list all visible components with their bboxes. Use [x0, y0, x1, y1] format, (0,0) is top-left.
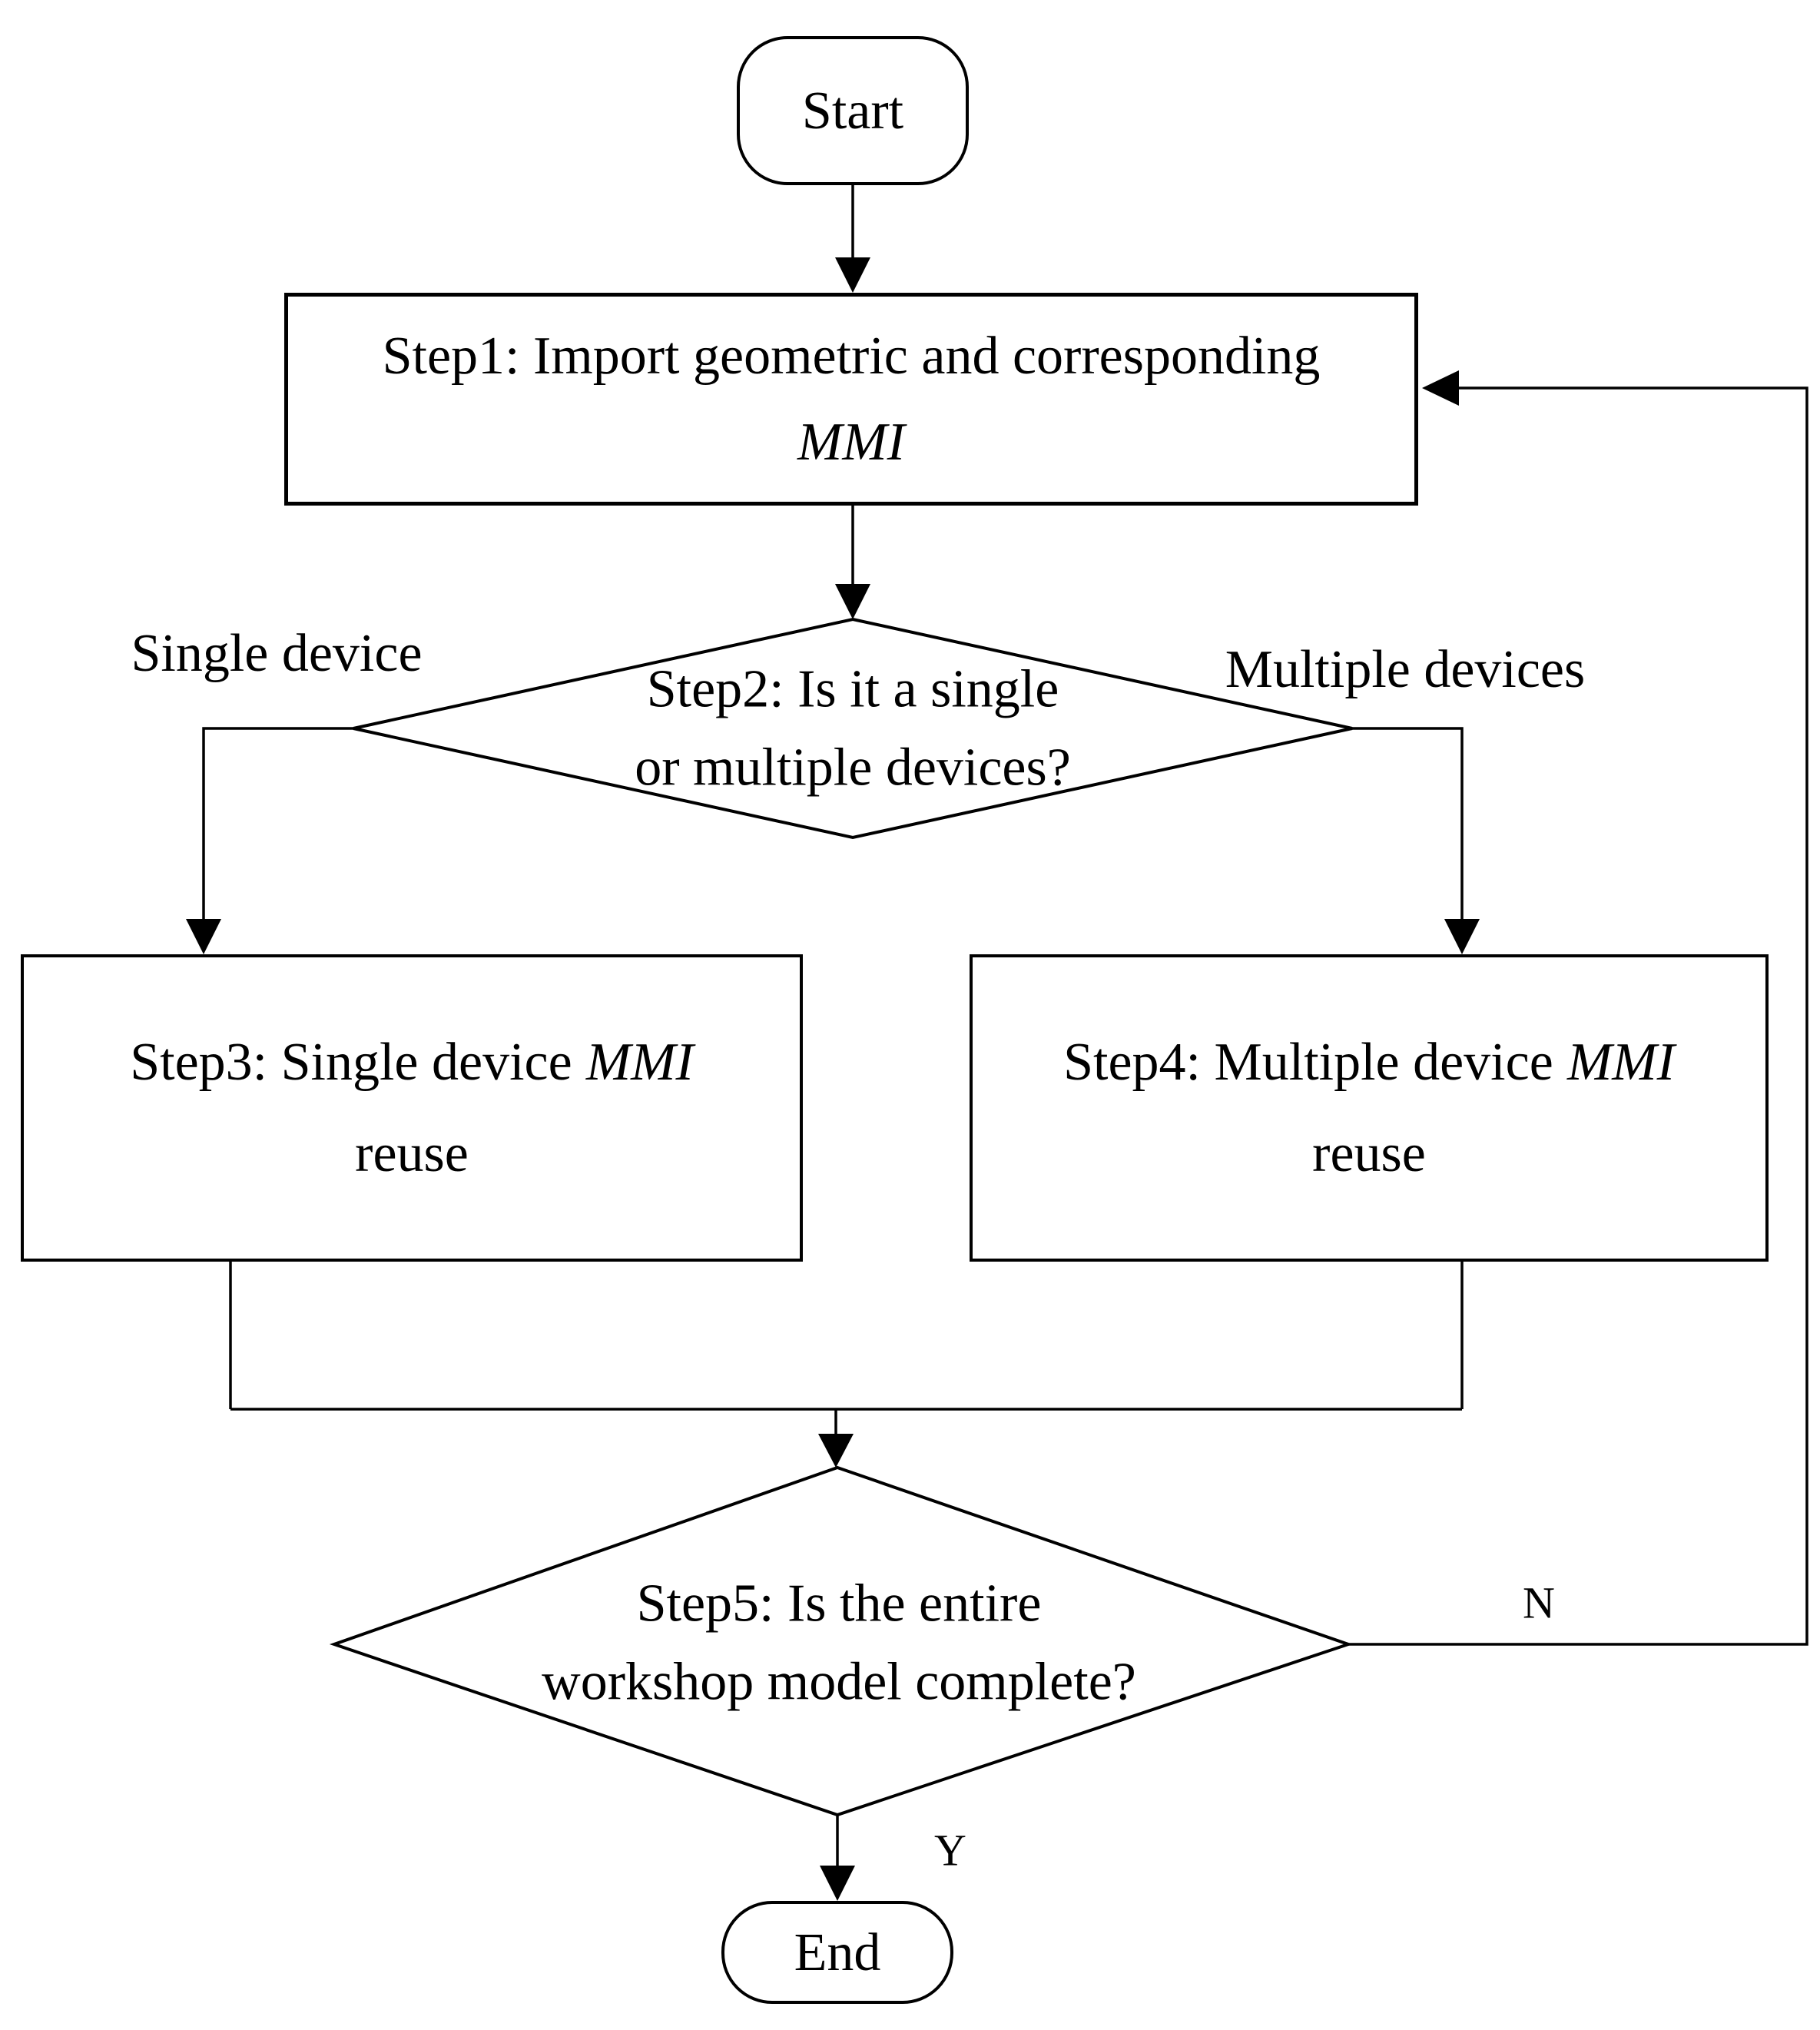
step5-decision-text: Step5: Is the entire workshop model comp… — [542, 1565, 1136, 1721]
start-node: Start — [737, 36, 969, 185]
edge-step5-no-loop — [1348, 386, 1808, 1646]
edge-start-step1-arrowhead — [835, 257, 870, 293]
edge-step2-step3-arrowhead — [186, 919, 221, 954]
step3-line1-text: Step3: Single device — [130, 1033, 572, 1092]
step2-line1: Step2: Is it a single — [646, 659, 1059, 719]
step5-line2: workshop model complete? — [542, 1652, 1136, 1711]
decision-step2-diamond — [353, 617, 1353, 840]
edge-label-yes: Y — [934, 1825, 966, 1876]
end-label: End — [794, 1922, 881, 1982]
step3-line2: reuse — [355, 1124, 469, 1183]
edge-merge-step5-arrowhead — [818, 1434, 854, 1468]
step5-line1: Step5: Is the entire — [636, 1574, 1042, 1634]
step4-line1-mmi: MMI — [1566, 1033, 1675, 1092]
step2-decision-text: Step2: Is it a single or multiple device… — [635, 651, 1071, 807]
edge-label-single-device: Single device — [131, 624, 423, 683]
step1-line1: Step1: Import geometric and correspondin… — [382, 326, 1321, 386]
edge-step5-no-loop-arrowhead — [1422, 370, 1459, 406]
edge-step2-step4 — [1352, 727, 1464, 920]
edge-label-no: N — [1523, 1577, 1555, 1628]
edge-step2-step3 — [202, 727, 353, 920]
step3-line1-mmi: MMI — [585, 1033, 694, 1092]
edge-step5-end-arrowhead — [820, 1866, 855, 1901]
end-node: End — [721, 1901, 953, 2004]
edge-step2-step4-arrowhead — [1444, 919, 1480, 954]
step1-process-box: Step1: Import geometric and correspondin… — [284, 293, 1418, 506]
step2-line2: or multiple devices? — [635, 738, 1071, 797]
step4-line1-text: Step4: Multiple device — [1063, 1033, 1553, 1092]
step4-line2: reuse — [1312, 1124, 1426, 1183]
edge-label-multiple-devices: Multiple devices — [1225, 640, 1586, 699]
step1-line2-mmi: MMI — [797, 412, 905, 472]
edge-step1-step2-arrowhead — [835, 584, 870, 619]
start-label: Start — [801, 81, 904, 141]
